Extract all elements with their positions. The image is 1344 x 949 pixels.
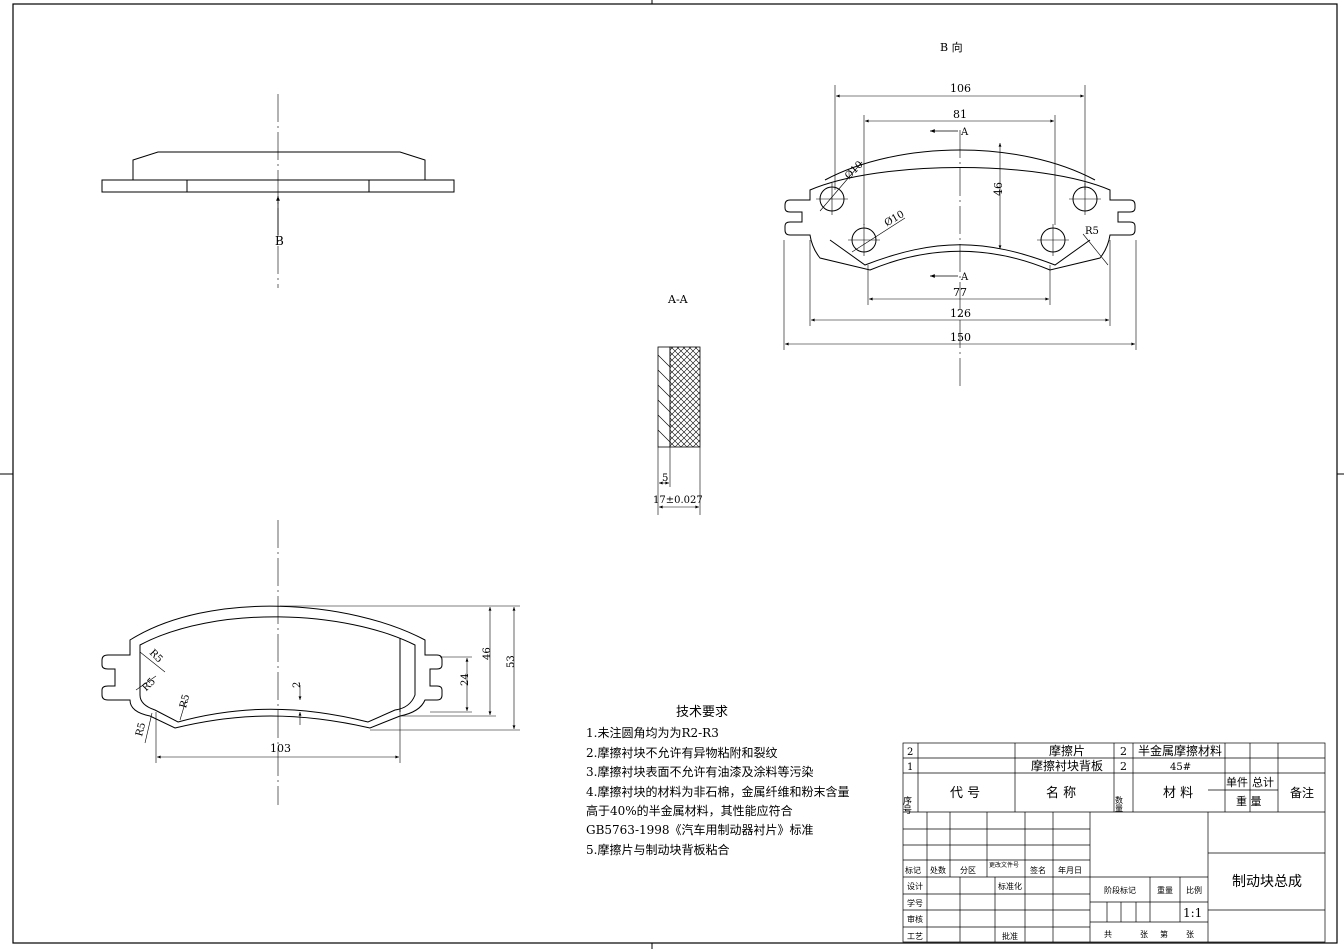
tech-item-4c: GB5763-1998《汽车用制动器衬片》标准 [586,823,814,838]
approve-label: 批准 [1002,931,1018,941]
hdr-remark: 备注 [1290,785,1314,800]
dim-103: 103 [270,742,291,755]
rev-mark: 标记 [905,865,921,875]
radius-r5-d: R5 [134,721,148,737]
part-1-qty: 2 [1120,760,1127,773]
sheet-total: 共 [1104,930,1112,939]
dim-106: 106 [950,82,971,95]
hole-dia-1: Ø10 [843,159,866,182]
section-a-top: A [960,127,969,138]
stage-label: 阶段标记 [1104,885,1136,895]
tech-item-4b: 高于40%的半金属材料，其性能应符合 [586,804,793,819]
hdr-total: 总计 [1252,775,1274,789]
radius-r5: R5 [1085,226,1099,237]
radius-r5-a: R5 [147,648,165,666]
hdr-weight: 重 量 [1236,794,1262,808]
tech-requirements: 技术要求 1.未注圆角均为为R2-R3 2.摩擦衬块不允许有异物粘附和裂纹 3.… [586,703,886,860]
tech-item-1: 1.未注圆角均为为R2-R3 [586,726,719,741]
aa-title: A-A [667,293,689,306]
std-label: 标准化 [998,881,1022,891]
dim-53: 53 [506,655,517,668]
scale-value: 1:1 [1183,906,1202,920]
part-1-material: 45# [1170,762,1191,773]
hole-dia-2: Ø10 [883,209,907,229]
dim-5: 5 [662,473,668,484]
part-1-no: 1 [907,762,913,773]
hdr-unit: 单件 [1226,776,1248,789]
tech-item-5: 5.摩擦片与制动块背板粘合 [586,842,730,857]
tech-item-3: 3.摩擦衬块表面不允许有油漆及涂料等污染 [586,765,814,780]
sign-review: 审核 [907,914,923,924]
hdr-qty: 数量 [1115,795,1124,812]
scale-label: 比例 [1186,885,1202,895]
part-2-name: 摩擦片 [1049,743,1085,758]
dim-126: 126 [950,307,971,320]
rev-count: 处数 [930,865,946,875]
b-view [783,85,1137,390]
dim-46: 46 [992,182,1005,196]
rev-doc: 更改文件号 [989,861,1019,869]
tech-title: 技术要求 [676,705,729,720]
part-2-no: 2 [907,747,913,758]
sheet-unit-1: 张 [1140,930,1148,939]
rev-zone: 分区 [960,866,976,875]
hdr-code: 代 号 [950,786,980,801]
dim-24: 24 [460,673,471,686]
sign-design: 设计 [907,881,923,891]
weight-label: 重量 [1157,885,1173,895]
part-2-material: 半金属摩擦材料 [1138,743,1222,758]
hdr-name: 名 称 [1046,785,1076,801]
part-1-name: 摩擦衬块背板 [1031,758,1103,773]
hdr-material: 材 料 [1163,786,1193,801]
dim-81: 81 [953,108,967,121]
title-block [902,742,1326,943]
radius-r5-c: R5 [178,693,192,709]
part-2-qty: 2 [1120,745,1127,758]
sign-student: 学号 [907,898,923,908]
side-view [101,94,455,288]
sheet-unit-2: 张 [1186,930,1194,939]
arrow-b-label: B [275,234,284,248]
section-a-bottom: A [960,272,969,283]
tech-item-2: 2.摩擦衬块不允许有异物粘附和裂纹 [586,745,778,760]
aa-section [657,346,701,515]
front-view [101,520,520,805]
hdr-seq: 序号 [901,795,912,815]
b-view-title: B 向 [940,40,963,54]
dim-150: 150 [950,331,971,344]
sheet-no: 第 [1160,929,1168,939]
drawing-name: 制动块总成 [1232,874,1302,890]
tech-item-4: 4.摩擦衬块的材料为非石棉，金属纤维和粉末含量 [586,784,850,799]
dim-77: 77 [953,286,967,299]
dim-46-front: 46 [482,647,493,660]
dim-2: 2 [292,682,303,688]
rev-date: 年月日 [1058,865,1082,875]
dim-17-tol: 17±0.027 [653,495,703,506]
radius-r5-b: R5 [140,676,158,694]
rev-sign: 签名 [1030,865,1046,875]
sign-process: 工艺 [907,932,923,941]
